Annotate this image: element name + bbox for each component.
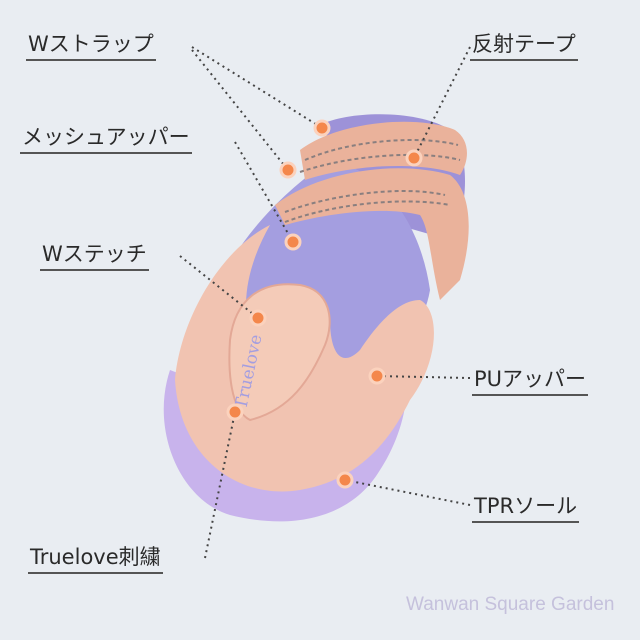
marker-dot (249, 309, 267, 327)
leader-lines (179, 46, 471, 559)
watermark: Wanwan Square Garden (406, 594, 615, 615)
marker-dot (336, 471, 354, 489)
strap-lower (275, 168, 469, 300)
marker-dot (284, 233, 302, 251)
label-reflective-tape: 反射テープ (470, 32, 578, 61)
reflective-stripes (284, 139, 461, 223)
marker-dot (368, 367, 386, 385)
marker-dots (226, 119, 423, 489)
label-mesh-upper: メッシュアッパー (20, 125, 192, 154)
marker-dot (226, 403, 244, 421)
label-w-stitch: Wステッチ (40, 242, 149, 271)
label-w-strap: Wストラップ (26, 32, 156, 61)
marker-dot (313, 119, 331, 137)
marker-dot (405, 149, 423, 167)
shoe: Truelove (163, 114, 469, 522)
label-pu-upper: PUアッパー (472, 367, 589, 396)
label-tpr-sole: TPRソール (472, 494, 580, 523)
marker-dot (279, 161, 297, 179)
label-truelove-embroidery: Truelove刺繍 (28, 545, 163, 574)
strap-upper (300, 121, 467, 180)
